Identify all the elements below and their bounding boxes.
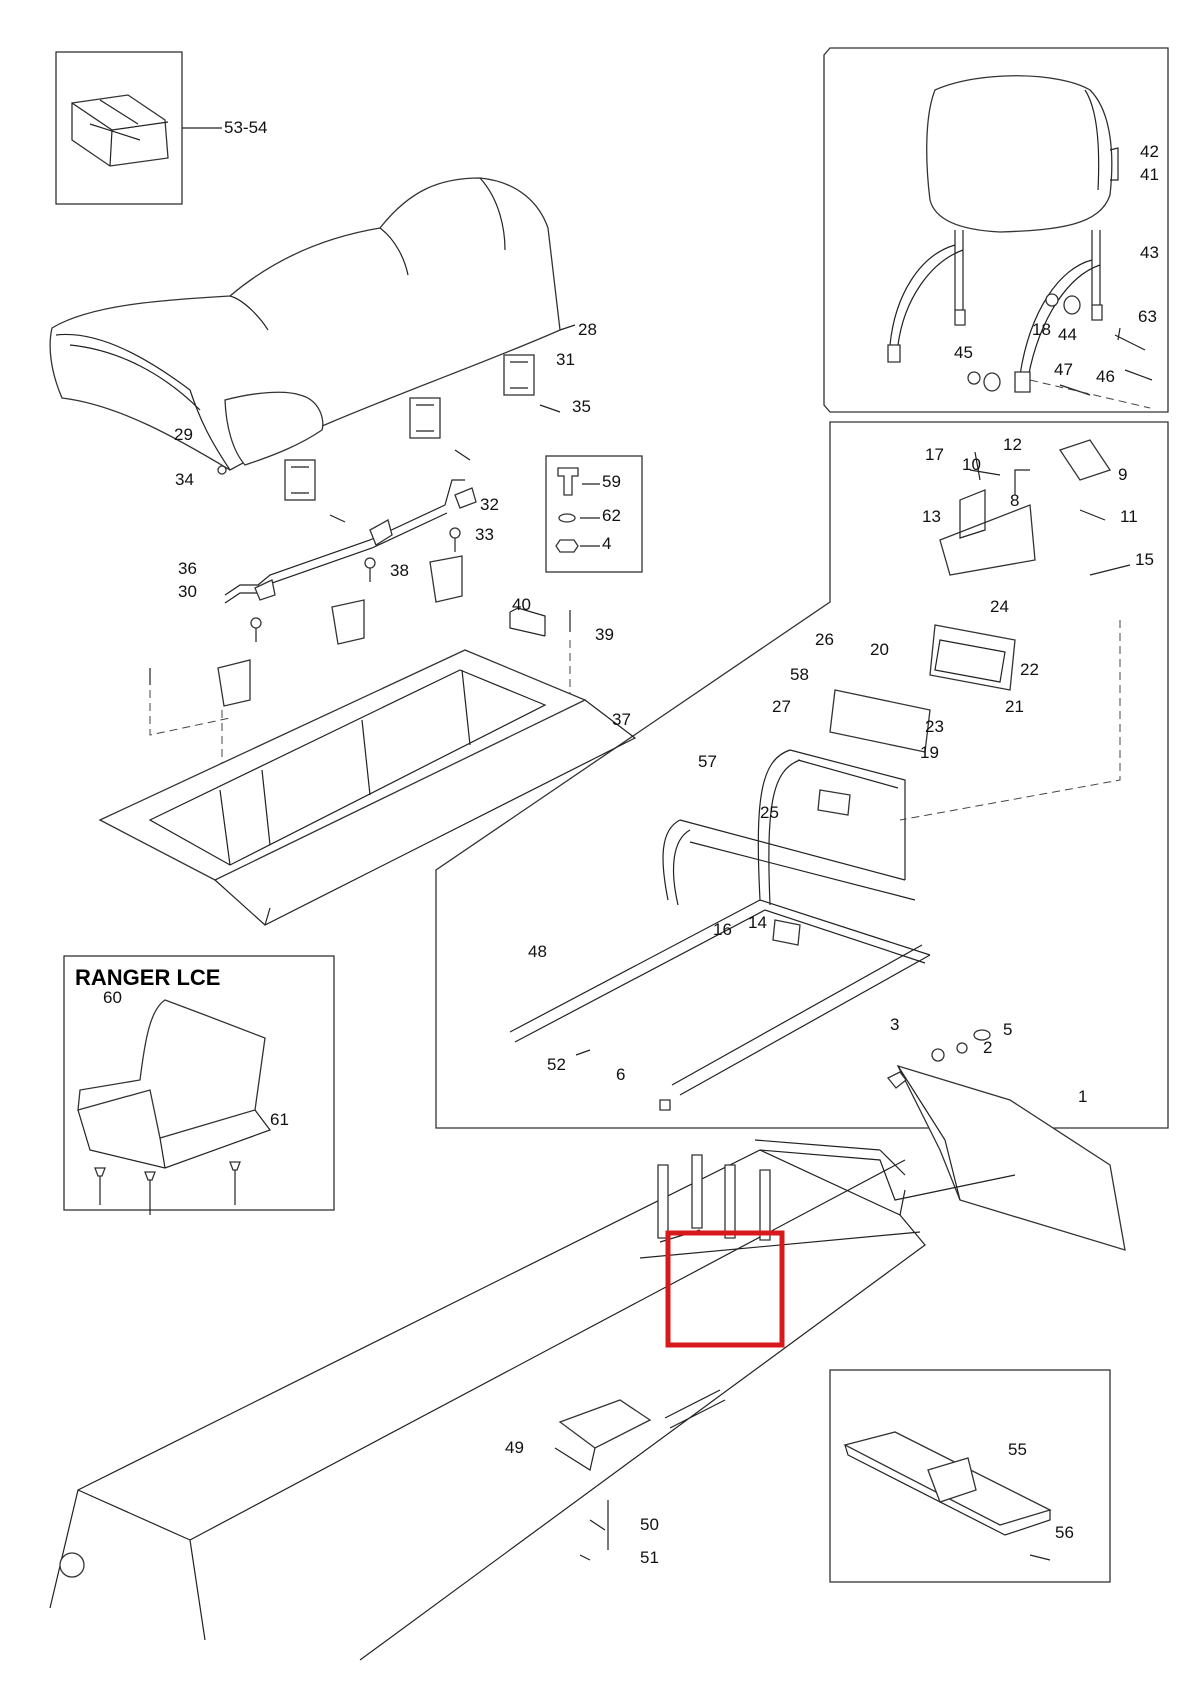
- callout-label: 6: [616, 1065, 625, 1084]
- callout-label: 17: [925, 445, 944, 464]
- seat-cover-icon: [71, 94, 222, 167]
- callout-label: 9: [1118, 465, 1127, 484]
- tunnel-drawing: [49, 1139, 1016, 1661]
- callout-label: 39: [595, 625, 614, 644]
- callout-label: 1: [1078, 1087, 1087, 1106]
- callout-label: 35: [572, 397, 591, 416]
- backrest-drawing: [887, 75, 1153, 409]
- callout-label: 3: [890, 1015, 899, 1034]
- callout-label: 41: [1140, 165, 1159, 184]
- callout-label: 8: [1010, 491, 1019, 510]
- callout-label: 57: [698, 752, 717, 771]
- callout-label: 37: [612, 710, 631, 729]
- callout-label: 19: [920, 743, 939, 762]
- callout-label: 5: [1003, 1020, 1012, 1039]
- seat-drawing: [49, 177, 576, 471]
- callout-label: 25: [760, 803, 779, 822]
- inset-box-tray: [829, 1369, 1111, 1583]
- callout-label: 20: [870, 640, 889, 659]
- callout-label: 16: [713, 920, 732, 939]
- highlight-box: [665, 1230, 785, 1348]
- callout-label: 36: [178, 559, 197, 578]
- callout-label: 32: [480, 495, 499, 514]
- ranger-lce-cover: [77, 999, 271, 1215]
- callout-label: 46: [1096, 367, 1115, 386]
- callout-label: 59: [602, 472, 621, 491]
- callout-label: 11: [1120, 507, 1138, 526]
- callout-label: 48: [528, 942, 547, 961]
- callout-label: 31: [556, 350, 575, 369]
- callout-label: 18: [1032, 320, 1051, 339]
- callout-label: 21: [1005, 697, 1024, 716]
- bolt-kit: [545, 455, 643, 573]
- callout-label: 44: [1058, 325, 1077, 344]
- callout-label: 22: [1020, 660, 1039, 679]
- callout-label: 58: [790, 665, 809, 684]
- callout-label: 12: [1003, 435, 1022, 454]
- callout-label: 14: [748, 913, 767, 932]
- callout-label: 52: [547, 1055, 566, 1074]
- callout-label: 30: [178, 582, 197, 601]
- callout-label: 24: [990, 597, 1009, 616]
- callout-label: 34: [175, 470, 194, 489]
- callout-label: 47: [1054, 360, 1073, 379]
- callout-label: 38: [390, 561, 409, 580]
- hinge-hardware: [149, 354, 571, 707]
- inset-box-ranger-lce: [63, 955, 335, 1211]
- callout-label: 42: [1140, 142, 1159, 161]
- callout-labels: 53-54 28 31 29 35 34 32 33 36 30 38 40 3…: [103, 118, 1159, 1567]
- guide-lines: [149, 620, 1121, 821]
- callout-label: 43: [1140, 243, 1159, 262]
- callout-label: 2: [983, 1038, 992, 1057]
- under-seat-tray: [98, 649, 637, 926]
- callout-label: 10: [962, 455, 981, 474]
- callout-label: 27: [772, 697, 791, 716]
- callout-label: 60: [103, 988, 122, 1007]
- callout-label: 55: [1008, 1440, 1027, 1459]
- tray-part: [843, 1431, 1052, 1561]
- inset-title: RANGER LCE: [75, 965, 220, 990]
- assembly-box-rack: [435, 421, 1169, 1129]
- callout-label: 61: [270, 1110, 289, 1129]
- callout-label: 56: [1055, 1523, 1074, 1542]
- callout-label: 45: [954, 343, 973, 362]
- inset-box-backrest: [823, 47, 1169, 413]
- callout-label: 28: [578, 320, 597, 339]
- rack-drawing: [509, 439, 1131, 1111]
- callout-label: 15: [1135, 550, 1154, 569]
- callout-label: 29: [174, 425, 193, 444]
- callout-label: 63: [1138, 307, 1157, 326]
- callout-label: 23: [925, 717, 944, 736]
- callout-label: 53-54: [224, 118, 267, 137]
- callout-label: 49: [505, 1438, 524, 1457]
- callout-label: 13: [922, 507, 941, 526]
- callout-label: 40: [512, 595, 531, 614]
- callout-label: 51: [640, 1548, 659, 1567]
- callout-label: 62: [602, 506, 621, 525]
- callout-label: 33: [475, 525, 494, 544]
- snow-flap: [886, 1029, 1126, 1251]
- callout-label: 50: [640, 1515, 659, 1534]
- callout-label: 26: [815, 630, 834, 649]
- callout-label: 4: [602, 534, 611, 553]
